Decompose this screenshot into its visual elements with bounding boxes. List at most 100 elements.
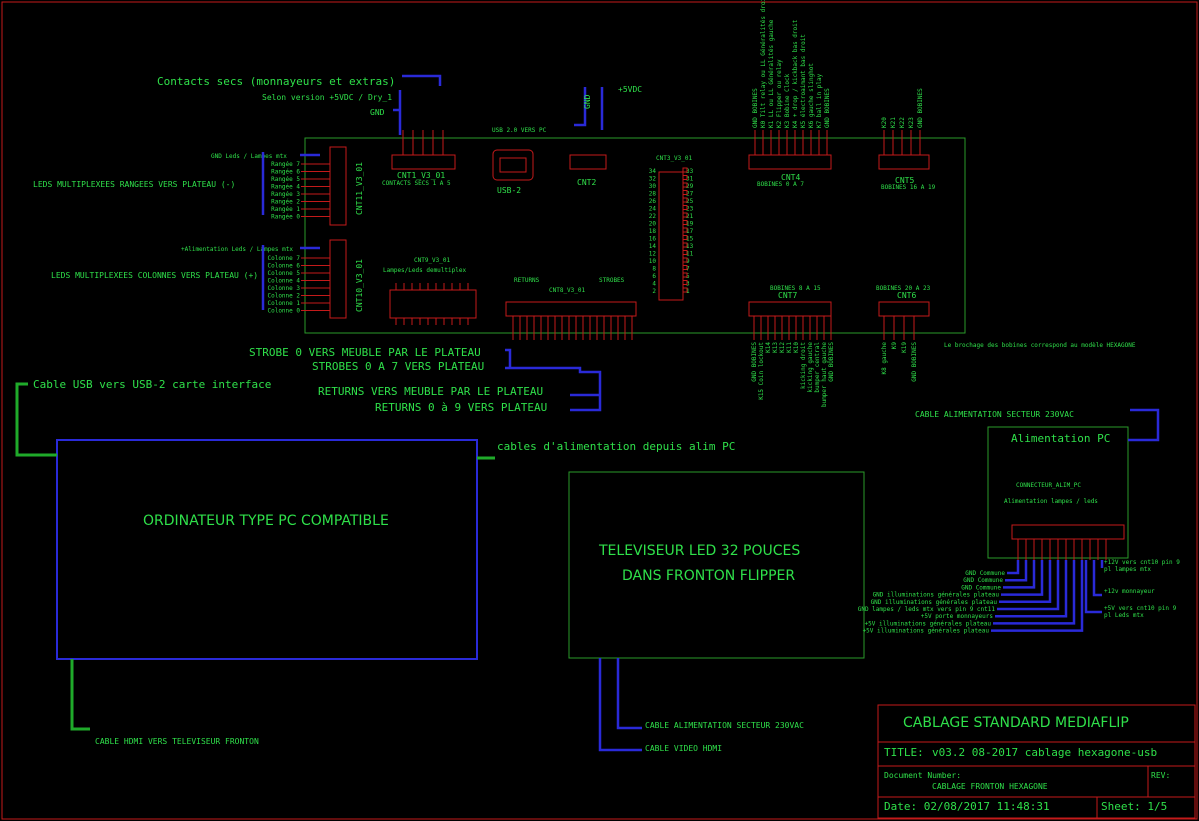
cable-secteur-tv-label: CABLE ALIMENTATION SECTEUR 230VAC <box>645 721 804 730</box>
cnt3-pin-right: 33 <box>686 168 694 175</box>
cnt3-pin-right: 13 <box>686 243 694 250</box>
title-label: TITLE: <box>884 746 924 759</box>
cnt3-pin-right: 27 <box>686 191 694 198</box>
cnt7-label: CNT7 <box>778 291 797 300</box>
note-gnd: GND <box>370 108 385 117</box>
cables-alim-label: cables d'alimentation depuis alim PC <box>497 440 735 453</box>
strobes-plateau-label: STROBES 0 A 7 VERS PLATEAU <box>312 360 484 373</box>
colonne-label: Colonne 0 <box>267 308 300 315</box>
cnt11-label: CNT11_V3_01 <box>355 162 364 215</box>
bobines-16-19-label: BOBINES 16 A 19 <box>881 184 936 191</box>
psu-left-wire <box>1003 560 1036 589</box>
cnt3-pin-left: 12 <box>649 251 657 258</box>
cnt11-connector <box>329 146 347 226</box>
psu-left-wire <box>999 560 1052 604</box>
rangee-label: Rangée 5 <box>271 176 300 183</box>
usb-port-inner <box>499 157 527 173</box>
usb-label: USB-2 <box>497 186 521 195</box>
cnt3-pin-pad <box>682 257 688 263</box>
psu-left-label: GND illuminations générales plateau <box>871 599 998 606</box>
strobe-meuble-label: STROBE 0 VERS MEUBLE PAR LE PLATEAU <box>249 346 481 359</box>
cnt3-pin-left: 16 <box>649 236 657 243</box>
colonne-label: Colonne 5 <box>267 270 300 277</box>
cnt3-pin-pad <box>682 265 688 270</box>
cnt2-connector <box>569 154 607 170</box>
cnt4-label: GND BOBINES <box>752 88 759 128</box>
cnt7-label: bumper haut gauche <box>821 342 828 407</box>
cnt3-pin-pad <box>682 227 688 233</box>
cnt3-pin-right: 3 <box>686 281 690 288</box>
cnt3-pin-right: 29 <box>686 183 694 190</box>
cnt5-connector <box>878 154 930 170</box>
cnt3-pin-pad <box>682 242 688 248</box>
wire-contacts <box>402 74 442 86</box>
psu-left-label: +5V illuminations générales plateau <box>863 628 990 635</box>
cnt6-label: CNT6 <box>897 291 916 300</box>
rangee-label: Rangée 0 <box>271 214 300 221</box>
tv-label-1: TELEVISEUR LED 32 POUCES <box>598 543 800 559</box>
cnt9-connector <box>389 289 477 319</box>
cnt7-label: kicking gauche <box>807 342 814 393</box>
cnt5-label: K20 <box>881 117 888 128</box>
cnt8-connector <box>505 301 637 317</box>
cnt5-label: CNT5 <box>895 176 914 185</box>
cnt6-connector <box>878 301 930 317</box>
psu-left-wire <box>995 560 1068 618</box>
cnt7-label: kicking droit <box>800 342 807 389</box>
pc-label: ORDINATEUR TYPE PC COMPATIBLE <box>143 513 389 529</box>
returns-plateau-label: RETURNS 0 à 9 VERS PLATEAU <box>375 401 547 414</box>
psu-left-wire <box>1005 560 1028 582</box>
lampes-demux-label: Lampes/Leds demultiplex <box>383 267 466 274</box>
psu-right-label: +12v monnayeur <box>1104 588 1155 595</box>
cnt3-pin-left: 22 <box>649 213 657 220</box>
psu-left-label: GND Commune <box>963 577 1003 584</box>
returns-meuble-label: RETURNS VERS MEUBLE PAR LE PLATEAU <box>318 385 543 398</box>
colonne-label: Colonne 1 <box>267 300 300 307</box>
psu-right-labels: +12V vers cnt10 pin 9pl lampes mtx+12v m… <box>1084 559 1180 619</box>
cnt7-connector <box>748 301 832 317</box>
brochage-note: Le brochage des bobines correspond au mo… <box>944 342 1136 349</box>
cnt3-pin-left: 24 <box>649 206 657 213</box>
cable-usb-label: Cable USB vers USB-2 carte interface <box>33 378 271 391</box>
cnt4-label: K4 + drop / kickback bas droit <box>792 19 799 128</box>
cnt3-pin-pad <box>682 272 688 278</box>
contacts-secs-label: CONTACTS SECS 1 A 5 <box>382 180 451 187</box>
cnt3-pin-left: 18 <box>649 228 657 235</box>
wire-selon <box>393 90 402 135</box>
colonne-label: Colonne 3 <box>267 285 300 292</box>
title-value: v03.2 08-2017 cablage hexagone-usb <box>932 746 1157 759</box>
leds-colonnes-label: LEDS MULTIPLEXEES COLONNES VERS PLATEAU … <box>51 271 258 280</box>
cnt4-label: K2 Flipper ou relay <box>776 59 783 128</box>
cnt3-pin-pad <box>682 280 688 285</box>
rangee-label: Rangée 4 <box>271 184 300 191</box>
cnt6-label: GND BOBINES <box>911 342 918 382</box>
cnt3-pin-pad <box>682 287 688 293</box>
usb-connector <box>492 149 534 181</box>
gnd-leds-label: GND Leds / Lampes mtx <box>211 153 287 160</box>
cnt3-pin-pad <box>682 250 688 255</box>
cnt4-label: K0 Tilt relay ou LL Généralités droite <box>760 0 767 128</box>
rev-label: REV: <box>1151 771 1170 780</box>
cnt1-connector <box>391 154 456 170</box>
cnt3-pin-pad <box>682 205 688 210</box>
psu-left-label: +5V porte monnayeurs <box>921 613 994 620</box>
cable-hdmi-label: CABLE HDMI VERS TELEVISEUR FRONTON <box>95 737 259 746</box>
pc-block <box>56 439 478 660</box>
cnt3-pin-left: 8 <box>652 266 656 273</box>
alim-lampes-label: Alimentation lampes / leds <box>1004 498 1098 505</box>
cnt9-pins <box>395 283 469 325</box>
bobines-0-7-label: BOBINES 0 A 7 <box>757 181 804 188</box>
colonne-label: Colonne 2 <box>267 293 300 300</box>
colonne-label: Colonne 4 <box>267 278 300 285</box>
cnt3-pin-right: 23 <box>686 206 694 213</box>
cnt3-pin-left: 26 <box>649 198 657 205</box>
cnt3-pin-right: 7 <box>686 266 690 273</box>
psu-left-wire <box>1001 560 1044 596</box>
cnt4-label: K3 Bobine Clock <box>784 73 791 128</box>
docnum-value: CABLAGE FRONTON HEXAGONE <box>932 782 1048 791</box>
cnt3-pin-right: 19 <box>686 221 694 228</box>
cnt4-connector <box>748 154 832 170</box>
